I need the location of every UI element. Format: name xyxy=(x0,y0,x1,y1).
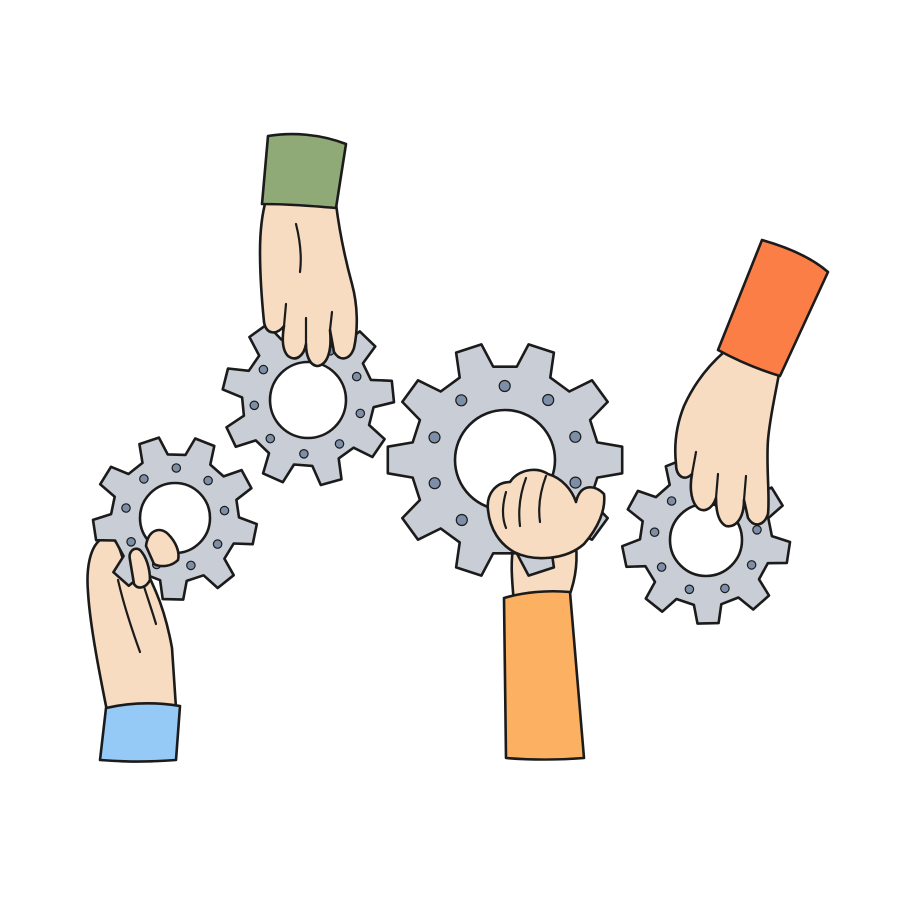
gear-bolt xyxy=(203,475,213,486)
gear-bolt xyxy=(171,463,182,473)
gear-bolt xyxy=(299,448,309,459)
gear-bolt xyxy=(212,539,223,549)
gear-bolt xyxy=(752,524,762,535)
gear-bolt xyxy=(720,583,730,594)
gear-bolt xyxy=(455,513,468,527)
gear-bolt xyxy=(498,379,511,393)
gear-bolt xyxy=(746,560,757,570)
gear-bolt xyxy=(258,364,269,375)
gear-bolt xyxy=(656,562,667,572)
hand-orange-red-sleeve-icon xyxy=(673,238,830,528)
gear-bolt xyxy=(121,503,131,513)
gear-bolt xyxy=(542,393,555,407)
gear-bolt xyxy=(186,560,196,571)
gear-bolt xyxy=(569,476,582,489)
gear-bolt xyxy=(666,496,677,506)
gear-bolt xyxy=(126,536,136,547)
gear-bolt xyxy=(428,477,441,490)
gear-bolt xyxy=(334,439,345,449)
gear-bolt xyxy=(219,505,230,516)
gear-bolt xyxy=(684,584,695,595)
fingers-orange-hand-icon xyxy=(486,468,606,761)
gear-bolt xyxy=(355,408,366,419)
gear-bolt xyxy=(649,527,660,537)
hand-green-sleeve-icon xyxy=(258,132,359,368)
gear-bolt xyxy=(351,371,362,382)
fingers-blue-hand-icon xyxy=(128,528,180,589)
gear-bolt xyxy=(139,474,149,484)
hand-blue-sleeve-icon xyxy=(86,536,182,763)
gear-bolt xyxy=(265,433,276,444)
gear-bolt xyxy=(455,394,468,407)
gear-bolt xyxy=(569,430,582,443)
gear-bolt xyxy=(249,400,260,411)
gear-bolt xyxy=(428,431,441,444)
